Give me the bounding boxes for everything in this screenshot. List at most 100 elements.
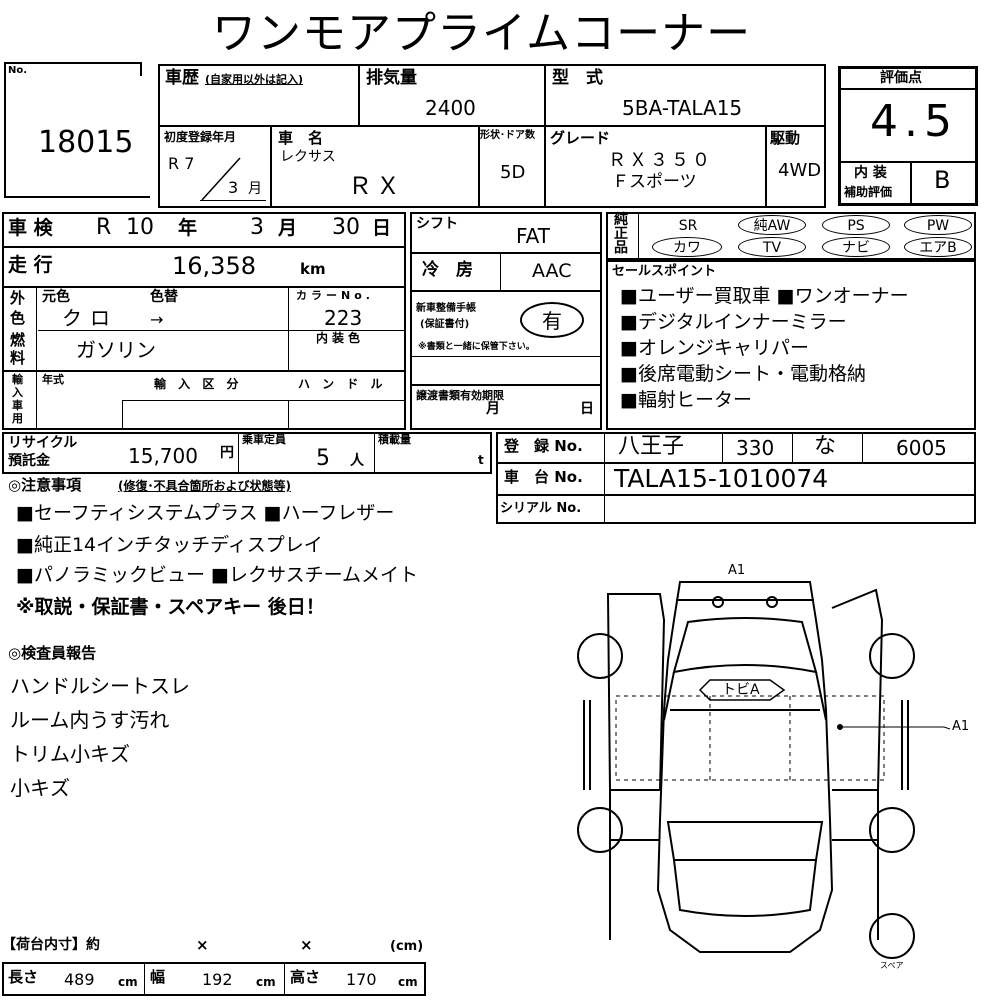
diagram-spare-label: スペア bbox=[880, 961, 904, 970]
history-label: 車歴 bbox=[165, 68, 199, 88]
color-change-label: 色替 bbox=[150, 289, 178, 305]
sales-point-4: ■後席電動シート・電動格納 bbox=[620, 363, 866, 385]
first-reg-year: R 7 bbox=[168, 154, 195, 173]
shift-grid bbox=[410, 212, 602, 430]
diagram-center-mark: トビA bbox=[722, 682, 760, 698]
sales-points-box bbox=[606, 260, 976, 430]
cargo-header: 【荷台内寸】約 bbox=[2, 937, 100, 953]
registration-area: 八王子 bbox=[618, 434, 685, 459]
cargo-x1: × bbox=[196, 936, 209, 954]
import-label-3: 車 bbox=[12, 399, 23, 412]
recycle-label-1: リサイクル bbox=[8, 435, 78, 451]
note-line-1: ■セーフティシステムプラス ■ハーフレザー bbox=[16, 502, 395, 524]
warranty-label-1: 新車整備手帳 bbox=[416, 303, 476, 314]
import-label-1: 輸 bbox=[12, 373, 23, 386]
import-handle-label: ハ ン ド ル bbox=[298, 377, 387, 391]
color-code-label: カラーNo. bbox=[296, 289, 374, 302]
score-label: 評価点 bbox=[880, 70, 922, 86]
model-label: 型 式 bbox=[552, 68, 603, 88]
cargo-height: 170 bbox=[346, 970, 377, 989]
registration-label: 登 録 No. bbox=[504, 437, 583, 455]
cargo-box bbox=[2, 962, 426, 996]
color-outer-1: 外 bbox=[10, 289, 26, 307]
chassis-label: 車 台 No. bbox=[504, 468, 583, 486]
fuel-label-2: 料 bbox=[10, 349, 26, 367]
mileage-label: 走 行 bbox=[8, 254, 53, 276]
equip-ps: PS bbox=[822, 215, 890, 235]
cargo-unit: (cm) bbox=[390, 939, 424, 954]
diagram-top-mark: A1 bbox=[728, 563, 746, 578]
recycle-label-2: 預託金 bbox=[8, 453, 50, 469]
registration-kana: な bbox=[814, 434, 837, 459]
inspection-day-unit: 日 bbox=[372, 217, 392, 239]
lot-box: No. 18015 bbox=[4, 62, 152, 198]
load-unit: t bbox=[478, 453, 484, 467]
sales-point-1: ■ユーザー買取車 ■ワンオーナー bbox=[620, 285, 909, 307]
cargo-width: 192 bbox=[202, 970, 233, 989]
inspection-label: 車 検 bbox=[8, 217, 53, 239]
registration-number: 6005 bbox=[896, 436, 947, 460]
note-line-4: ※取説・保証書・スペアキー 後日！ bbox=[16, 596, 325, 618]
import-kind-label: 輸 入 区 分 bbox=[154, 377, 243, 391]
warranty-value: 有 bbox=[520, 302, 584, 338]
color-orig-label: 元色 bbox=[42, 289, 70, 305]
sales-point-2: ■デジタルインナーミラー bbox=[620, 311, 847, 333]
grade-label: グレード bbox=[550, 129, 611, 147]
equipment-label-1: 純 bbox=[614, 212, 628, 228]
capacity-label: 乗車定員 bbox=[242, 433, 286, 446]
chassis-value: TALA15-1010074 bbox=[614, 464, 829, 493]
sales-points-label: セールスポイント bbox=[612, 264, 717, 279]
color-code-value: 223 bbox=[324, 306, 363, 330]
import-label-2: 入 bbox=[12, 386, 23, 399]
equipment-box bbox=[606, 212, 976, 260]
history-note: (自家用以外は記入) bbox=[205, 73, 304, 86]
body-label: 形状･ドア数 bbox=[480, 130, 535, 141]
import-label-4: 用 bbox=[12, 412, 23, 425]
equipment-label-2: 正 bbox=[614, 226, 628, 242]
inspection-year-unit: 年 bbox=[178, 217, 198, 239]
equipment-label-3: 品 bbox=[614, 240, 628, 256]
inspector-header: ◎検査員報告 bbox=[8, 644, 97, 662]
aircon-label: 冷 房 bbox=[422, 260, 473, 280]
warranty-note: ※書類と一緒に保管下さい。 bbox=[418, 342, 535, 352]
equip-pw: PW bbox=[904, 215, 972, 235]
equip-navi: ナビ bbox=[822, 237, 890, 257]
equip-tv: TV bbox=[738, 237, 806, 257]
mileage-value: 16,358 bbox=[172, 252, 256, 280]
equip-airbag: エアB bbox=[904, 237, 972, 257]
notes-header: ◎注意事項 bbox=[8, 476, 82, 494]
cargo-width-label: 幅 bbox=[150, 968, 166, 986]
cargo-x2: × bbox=[300, 936, 313, 954]
shift-label: シフト bbox=[416, 216, 458, 232]
inspection-month-unit: 月 bbox=[278, 217, 298, 239]
serial-label: シリアル No. bbox=[500, 501, 582, 516]
inspection-year: 10 bbox=[126, 215, 154, 240]
cargo-length-label: 長さ bbox=[8, 968, 39, 986]
capacity-unit: 人 bbox=[350, 453, 364, 469]
import-year-label: 年式 bbox=[42, 373, 64, 386]
page-title: ワンモアプライムコーナー bbox=[212, 8, 752, 59]
capacity-value: 5 bbox=[316, 446, 330, 471]
cargo-height-label: 高さ bbox=[290, 968, 321, 986]
fuel-label-1: 燃 bbox=[10, 331, 26, 349]
warranty-label-2: (保証書付) bbox=[420, 319, 470, 330]
first-reg-label: 初度登録年月 bbox=[164, 130, 237, 144]
color-change-value: → bbox=[150, 310, 164, 329]
displacement-value: 2400 bbox=[425, 96, 476, 120]
car-maker: レクサス bbox=[280, 149, 336, 165]
score-box bbox=[838, 66, 978, 206]
registration-box bbox=[496, 432, 976, 524]
interior-color-label: 内装色 bbox=[316, 331, 365, 345]
note-line-3: ■パノラミックビュー ■レクサスチームメイト bbox=[16, 564, 418, 586]
note-line-2: ■純正14インチタッチディスプレイ bbox=[16, 534, 323, 556]
diagram-side-mark: A1 bbox=[952, 719, 970, 734]
interior-label-1: 内 装 bbox=[854, 165, 887, 181]
transfer-day-unit: 日 bbox=[580, 401, 594, 417]
inspector-line-2: ルーム内うす汚れ bbox=[10, 708, 170, 732]
mileage-unit: km bbox=[300, 260, 326, 278]
sales-point-3: ■オレンジキャリパー bbox=[620, 337, 809, 359]
recycle-unit: 円 bbox=[220, 445, 234, 461]
load-label: 積載量 bbox=[378, 433, 411, 446]
inspection-era: R bbox=[96, 215, 112, 240]
car-name: ＲＸ bbox=[348, 172, 404, 200]
